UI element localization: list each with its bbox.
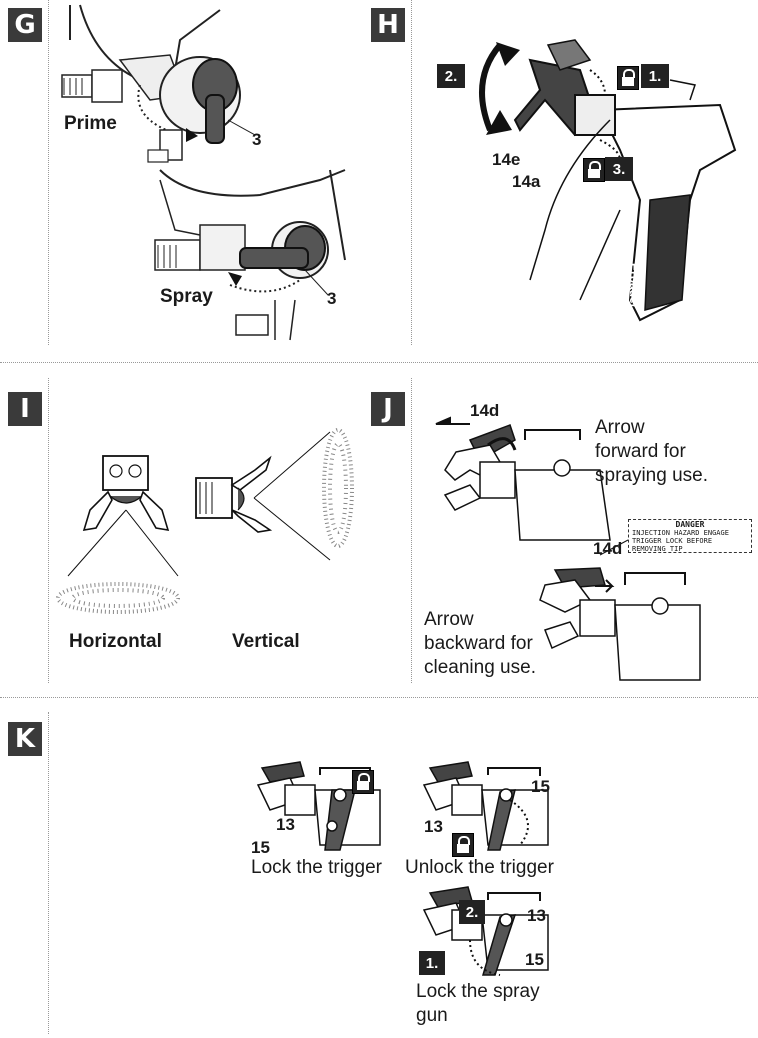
danger-line-2: TRIGGER LOCK BEFORE <box>632 537 713 545</box>
part-14a-label: 14a <box>512 172 541 191</box>
part-13-label-k3: 13 <box>527 906 546 925</box>
step-1-box-h: 1. <box>641 64 669 88</box>
unlock-icon-k2 <box>452 833 474 857</box>
lock-icon-h-bottom <box>583 158 605 182</box>
backward-caption-line2: backward for <box>424 633 533 654</box>
part-15-label-k3: 15 <box>525 950 544 969</box>
vertical-label: Vertical <box>232 631 300 652</box>
prime-label: Prime <box>64 113 117 134</box>
section-i-badge: I <box>8 392 42 426</box>
left-margin-divider-middle <box>48 378 49 683</box>
danger-line-3: REMOVING TIP <box>632 545 683 553</box>
danger-title: DANGER <box>675 520 705 529</box>
danger-warning-label: DANGER INJECTION HAZARD ENGAGE TRIGGER L… <box>628 519 752 553</box>
lock-icon-h-top <box>617 66 639 90</box>
part-13-label-k1: 13 <box>276 815 295 834</box>
section-k-badge: K <box>8 722 42 756</box>
part-15-label-k2: 15 <box>531 777 550 796</box>
vertical-spray-pattern <box>322 428 354 548</box>
part-14e-label: 14e <box>492 150 521 169</box>
column-divider-top <box>411 0 412 345</box>
unlock-trigger-caption: Unlock the trigger <box>405 857 554 878</box>
forward-caption-line1: Arrow <box>595 417 645 438</box>
left-margin-divider-bottom <box>48 712 49 1034</box>
section-j-badge: J <box>371 392 405 426</box>
forward-caption-line2: forward for <box>595 441 686 462</box>
column-divider-middle <box>411 378 412 683</box>
part-3-label-top: 3 <box>252 130 262 149</box>
lock-icon-k1 <box>352 770 374 794</box>
horizontal-label: Horizontal <box>69 631 162 652</box>
danger-line-1: INJECTION HAZARD ENGAGE <box>632 529 729 537</box>
part-3-label-bottom: 3 <box>327 289 337 308</box>
row-divider-2 <box>0 697 758 698</box>
horizontal-spray-pattern <box>56 582 180 614</box>
lock-spray-gun-caption-line2: gun <box>416 1005 448 1026</box>
step-2-box-h: 2. <box>437 64 465 88</box>
step-3-box-h: 3. <box>605 157 633 181</box>
part-13-label-k2: 13 <box>424 817 443 836</box>
step-1-box-k: 1. <box>419 951 445 975</box>
row-divider-1 <box>0 362 758 363</box>
lock-trigger-caption: Lock the trigger <box>251 857 382 878</box>
section-g-badge: G <box>8 8 42 42</box>
backward-caption-line1: Arrow <box>424 609 474 630</box>
part-14d-label-top: 14d <box>470 401 500 420</box>
part-14d-label-bottom: 14d <box>593 539 623 558</box>
spray-label: Spray <box>160 286 213 307</box>
backward-caption-line3: cleaning use. <box>424 657 536 678</box>
section-h-badge: H <box>371 8 405 42</box>
part-15-label-k1: 15 <box>251 838 270 857</box>
forward-caption-line3: spraying use. <box>595 465 709 486</box>
lock-spray-gun-caption-line1: Lock the spray <box>416 981 540 1002</box>
step-2-box-k: 2. <box>459 900 485 924</box>
left-margin-divider-top <box>48 0 49 345</box>
